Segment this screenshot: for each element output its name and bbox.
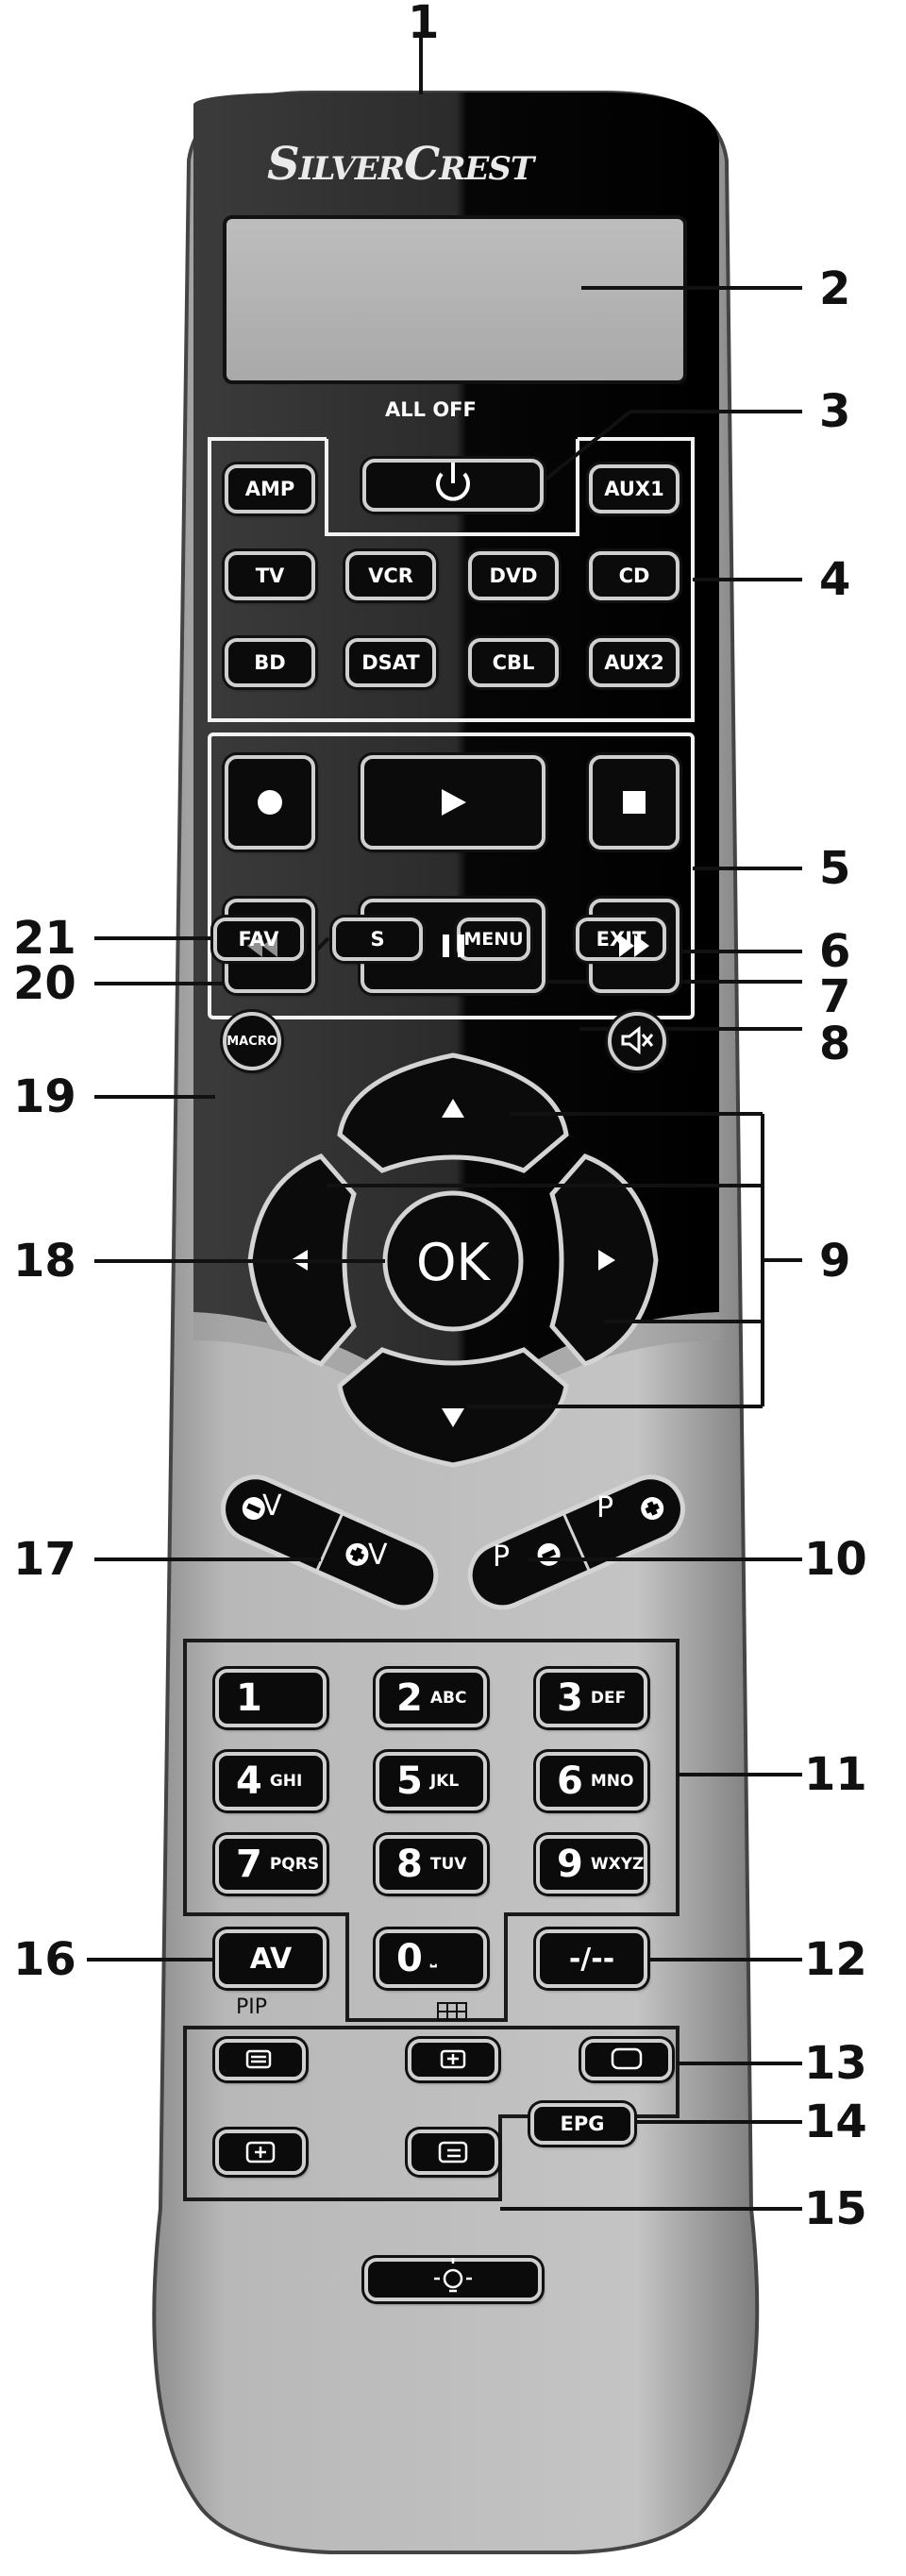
av-button[interactable]: AV	[215, 1929, 327, 1988]
callout-2: 2	[819, 262, 851, 315]
teletext-group-outline	[183, 2026, 680, 2201]
callout-14: 14	[804, 2096, 867, 2148]
dpad-up-arrow-icon	[442, 1099, 464, 1118]
teletext-mix-button[interactable]	[408, 2039, 498, 2080]
vol-plus-label: V	[368, 1539, 388, 1572]
power-button[interactable]	[362, 459, 544, 512]
callout-4: 4	[819, 553, 851, 606]
callout-8: 8	[819, 1018, 851, 1070]
ok-label: OK	[416, 1233, 490, 1292]
device-button-dsat[interactable]: DSAT	[345, 638, 436, 687]
play-button[interactable]	[361, 755, 545, 850]
keypad-group-outline	[183, 1639, 680, 2022]
callout-5: 5	[819, 842, 851, 895]
lcd-display	[223, 215, 687, 384]
callout-16: 16	[13, 1933, 76, 1986]
fav-button[interactable]: FAV	[213, 918, 304, 961]
teletext-zoom-button[interactable]	[215, 2130, 306, 2175]
s-button[interactable]: S	[332, 918, 423, 961]
mute-button[interactable]	[608, 1012, 666, 1070]
keypad-key-0[interactable]: 0⎵	[376, 1929, 487, 1988]
callout-11: 11	[804, 1748, 867, 1801]
callout-1: 1	[408, 0, 440, 49]
remote-dark-face	[193, 93, 719, 1388]
dash-button[interactable]: -/--	[536, 1929, 647, 1988]
callout-12: 12	[804, 1933, 867, 1986]
transport-group-outline	[208, 732, 695, 1019]
callout-6: 6	[819, 925, 851, 978]
stop-button[interactable]	[589, 755, 680, 850]
keypad-key-1[interactable]: 1	[215, 1669, 327, 1727]
menu-button[interactable]: MENU	[457, 918, 530, 961]
callout-15: 15	[804, 2182, 867, 2235]
dpad-down[interactable]	[337, 1347, 569, 1468]
device-button-tv[interactable]: TV	[225, 551, 315, 600]
backlight-button[interactable]	[364, 2258, 542, 2301]
dpad-right-arrow-icon	[598, 1250, 615, 1271]
device-button-aux1[interactable]: AUX1	[589, 464, 680, 514]
callout-19: 19	[13, 1070, 76, 1123]
volume-rocker	[221, 1474, 439, 1610]
device-button-vcr[interactable]: VCR	[345, 551, 436, 600]
teletext-screen-button[interactable]	[581, 2039, 672, 2080]
prog-minus-label: P	[493, 1541, 511, 1574]
callout-9: 9	[819, 1235, 851, 1288]
exit-button[interactable]: EXIT	[576, 918, 666, 961]
device-button-dvd[interactable]: DVD	[468, 551, 559, 600]
record-button[interactable]	[225, 755, 315, 850]
device-button-aux2[interactable]: AUX2	[589, 638, 680, 687]
device-button-cbl[interactable]: CBL	[468, 638, 559, 687]
callout-20: 20	[13, 957, 76, 1010]
all-off-label: ALL OFF	[385, 398, 477, 421]
callout-lines	[87, 38, 802, 2211]
callout-10: 10	[804, 1533, 867, 1586]
teletext-button[interactable]	[215, 2039, 306, 2080]
macro-button[interactable]: MACRO	[223, 1012, 281, 1070]
vol-minus-label: V	[262, 1490, 282, 1523]
brand-logo: SilverCrest	[267, 138, 534, 191]
pip-label: PIP	[236, 1995, 268, 2019]
device-group-outline	[208, 437, 695, 722]
dpad-down-arrow-icon	[442, 1408, 464, 1427]
callout-18: 18	[13, 1235, 76, 1288]
epg-button[interactable]: EPG	[530, 2103, 634, 2145]
device-button-bd[interactable]: BD	[225, 638, 315, 687]
callout-21: 21	[13, 912, 76, 965]
device-button-amp[interactable]: AMP	[225, 464, 315, 514]
callout-13: 13	[804, 2037, 867, 2090]
teletext-hold-button[interactable]	[408, 2130, 498, 2175]
callout-3: 3	[819, 385, 851, 438]
device-button-cd[interactable]: CD	[589, 551, 680, 600]
power-box-outline	[325, 439, 579, 536]
prog-plus-label: P	[596, 1491, 614, 1524]
callout-7: 7	[819, 970, 851, 1023]
callout-17: 17	[13, 1533, 76, 1586]
